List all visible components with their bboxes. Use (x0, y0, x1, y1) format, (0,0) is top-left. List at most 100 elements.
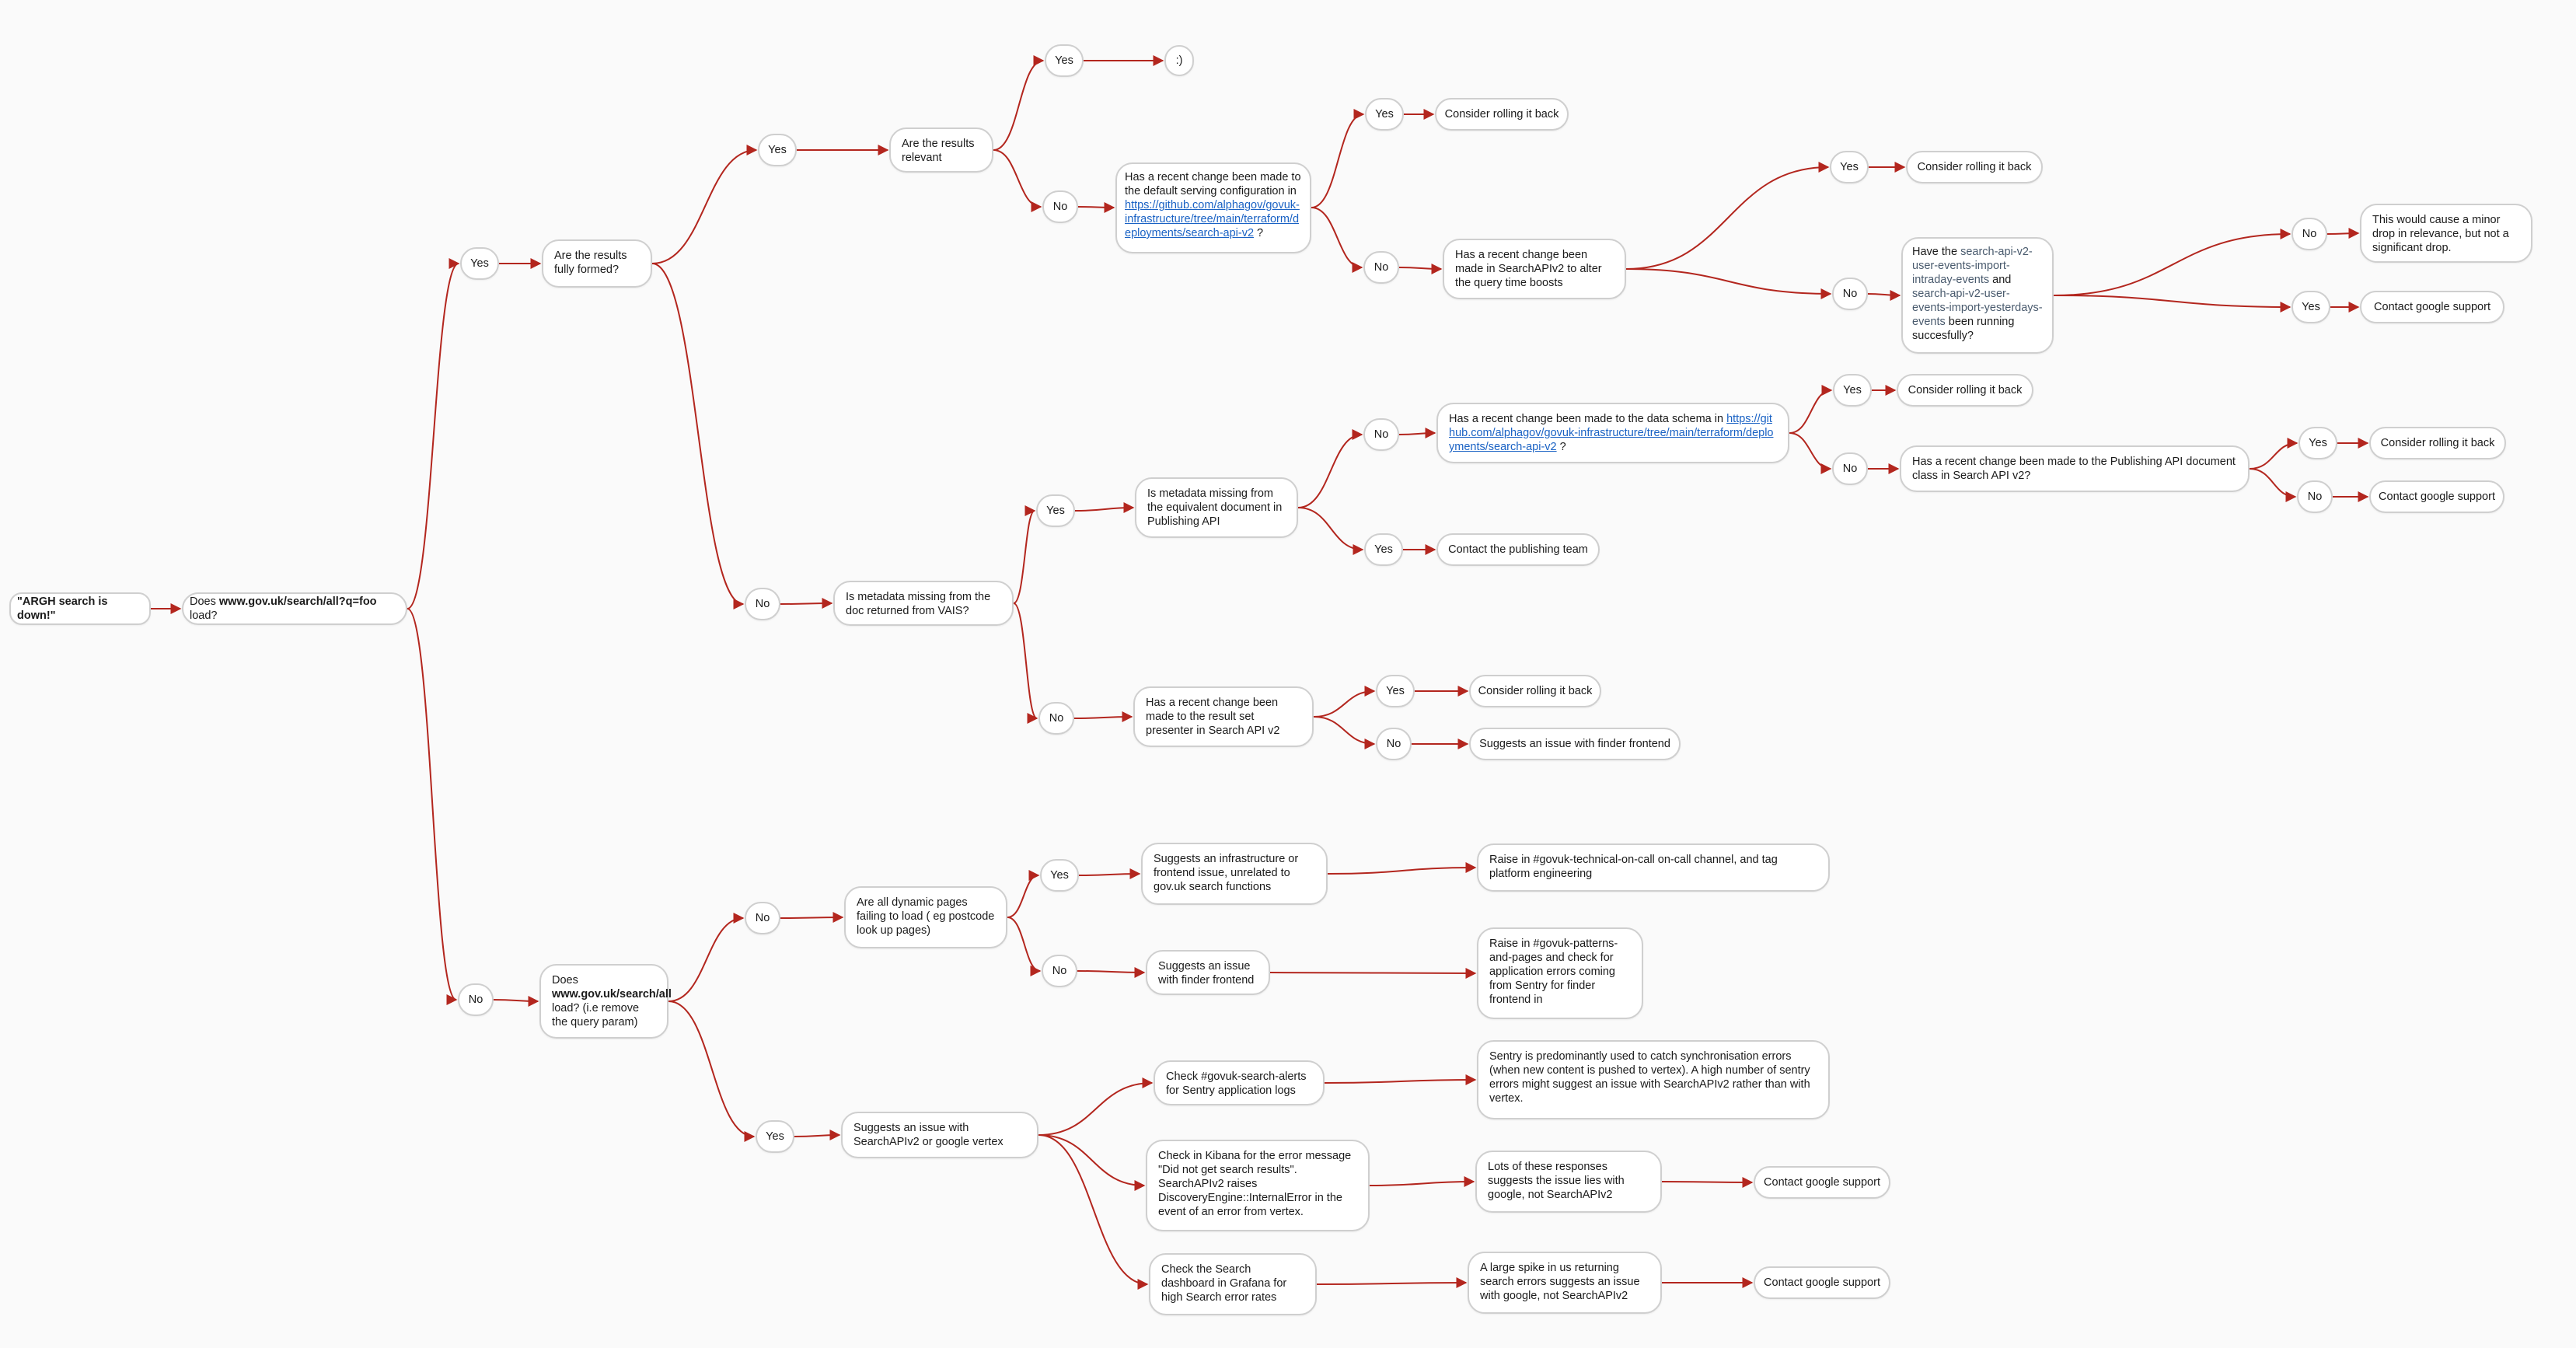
question-user-events-import: Have the search-api-v2-user-events-impor… (1901, 237, 2054, 354)
outcome-raise-patterns-and-pages: Raise in #govuk-patterns-and-pages and c… (1477, 927, 1643, 1019)
connector-arrow-6 (651, 263, 745, 609)
note-lots-of-responses: Lots of these responses suggests the iss… (1475, 1151, 1662, 1213)
connector-arrow-25 (1013, 505, 1036, 604)
question-result-set-presenter: Has a recent change been made to the res… (1133, 686, 1314, 747)
connector-arrow-50 (1078, 868, 1141, 880)
answer-yes-fully-formed: Yes (758, 134, 797, 166)
question-search-all-loads: Does www.gov.uk/search/all load? (i.e re… (539, 964, 672, 1039)
answer-no-boosts: No (1832, 278, 1868, 310)
connector-arrow-32 (1789, 385, 1833, 434)
note-large-spike: A large spike in us returning search err… (1468, 1252, 1662, 1314)
connector-arrow-8 (780, 598, 833, 609)
connector-arrow-49 (1007, 917, 1042, 976)
connector-arrow-55 (1038, 1077, 1154, 1136)
connector-arrow-56 (1038, 1134, 1146, 1191)
answer-yes-relevant: Yes (1045, 44, 1084, 77)
data-schema-link[interactable]: https://github.com/alphagov/govuk-infras… (1449, 413, 1774, 453)
connector-arrow-26 (1013, 602, 1038, 724)
connector-arrow-42 (1313, 716, 1376, 749)
question-results-fully-formed: Are the results fully formed? (542, 239, 652, 288)
connector-arrow-27 (1074, 502, 1135, 514)
connector-arrow-33 (1789, 432, 1832, 474)
answer-no-vais: No (1038, 702, 1074, 735)
connector-arrow-5 (651, 145, 758, 264)
outcome-rollback-docclass: Consider rolling it back (2369, 427, 2506, 459)
answer-yes-presenter: Yes (1376, 675, 1415, 707)
answer-no-relevant: No (1042, 190, 1078, 223)
connector-arrow-57 (1038, 1134, 1149, 1290)
question-serving-config-change: Has a recent change been made to the def… (1115, 162, 1311, 253)
answer-no-query-loads: No (458, 983, 494, 1016)
connector-arrow-46 (668, 1001, 756, 1142)
answer-no-docclass: No (2297, 480, 2333, 513)
serving-config-link[interactable]: https://github.com/alphagov/govuk-infras… (1125, 199, 1300, 239)
outcome-rollback-boosts: Consider rolling it back (1906, 151, 2043, 183)
connector-arrow-60 (1316, 1277, 1468, 1289)
connector-arrow-52 (1077, 966, 1146, 978)
question-results-relevant: Are the results relevant (889, 127, 993, 173)
outcome-finder-frontend-issue: Suggests an issue with finder frontend (1469, 728, 1681, 760)
outcome-google-support-docclass: Contact google support (2369, 480, 2504, 513)
answer-yes-publishing: Yes (1364, 533, 1403, 566)
connector-arrow-13 (1311, 109, 1365, 208)
connector-arrow-21 (2053, 229, 2292, 296)
outcome-raise-on-call: Raise in #govuk-technical-on-call on-cal… (1477, 843, 1830, 892)
outcome-minor-drop: This would cause a minor drop in relevan… (2360, 204, 2532, 263)
answer-yes-docclass: Yes (2299, 427, 2337, 459)
outcome-finder-frontend-issue-2: Suggests an issue with finder frontend (1146, 950, 1270, 995)
connector-arrow-4 (493, 995, 539, 1007)
question-metadata-missing-publishing: Is metadata missing from the equivalent … (1135, 477, 1298, 538)
question-dynamic-pages-failing: Are all dynamic pages failing to load ( … (844, 886, 1007, 948)
connector-arrow-54 (794, 1130, 841, 1141)
answer-yes-vais: Yes (1036, 494, 1075, 527)
connector-arrow-37 (2249, 468, 2297, 502)
action-check-search-alerts: Check #govuk-search-alerts for Sentry ap… (1154, 1060, 1325, 1105)
connector-arrow-10 (993, 149, 1042, 212)
answer-no-publishing: No (1363, 418, 1399, 451)
connector-arrow-2 (407, 608, 458, 1005)
connector-arrow-16 (1398, 263, 1443, 274)
connector-arrow-51 (1327, 862, 1477, 875)
answer-yes-events: Yes (2292, 291, 2330, 323)
answer-yes-dynamic: Yes (1040, 859, 1079, 892)
connector-arrow-18 (1625, 268, 1832, 299)
connector-arrow-40 (1073, 711, 1133, 723)
answer-no-events: No (2292, 218, 2327, 250)
connector-arrow-36 (2249, 438, 2299, 470)
connector-arrow-30 (1398, 428, 1436, 439)
connector-arrow-12 (1077, 201, 1115, 213)
outcome-google-support-grafana: Contact google support (1754, 1266, 1890, 1299)
connector-arrow-20 (1867, 289, 1901, 301)
connector-arrow-47 (780, 912, 844, 924)
start-node: "ARGH search is down!" (9, 592, 151, 625)
action-check-kibana: Check in Kibana for the error message "D… (1146, 1140, 1370, 1231)
connector-arrow-59 (1369, 1176, 1475, 1188)
connector-arrow-1 (407, 258, 460, 609)
action-check-grafana: Check the Search dashboard in Grafana fo… (1149, 1253, 1317, 1315)
question-metadata-missing-vais: Is metadata missing from the doc returne… (833, 581, 1014, 626)
answer-yes-query-loads: Yes (460, 247, 499, 280)
connector-arrow-45 (668, 913, 745, 1002)
outcome-infrastructure-issue: Suggests an infrastructure or frontend i… (1141, 843, 1328, 905)
connector-arrow-22 (2053, 295, 2292, 313)
outcome-contact-publishing-team: Contact the publishing team (1436, 533, 1600, 566)
answer-no-search-all: No (745, 902, 780, 934)
answer-no-fully-formed: No (745, 588, 780, 620)
connector-arrow-9 (993, 55, 1045, 151)
question-search-query-loads: Does www.gov.uk/search/all?q=foo load? (182, 592, 407, 625)
connector-arrow-14 (1311, 207, 1363, 273)
answer-no-serving-config: No (1363, 251, 1399, 284)
answer-no-dynamic: No (1042, 955, 1077, 987)
answer-yes-search-all: Yes (756, 1120, 794, 1153)
question-data-schema-change: Has a recent change been made to the dat… (1436, 403, 1789, 463)
question-document-class-change: Has a recent change been made to the Pub… (1900, 445, 2250, 492)
connector-arrow-28 (1297, 429, 1363, 508)
connector-arrow-48 (1007, 870, 1040, 918)
outcome-searchapi-or-vertex-issue: Suggests an issue with SearchAPIv2 or go… (841, 1112, 1038, 1158)
connector-arrow-23 (2326, 228, 2360, 239)
answer-yes-serving-config: Yes (1365, 98, 1404, 131)
outcome-rollback-schema: Consider rolling it back (1897, 374, 2033, 407)
answer-no-presenter: No (1376, 728, 1412, 760)
smiley-node: :) (1164, 45, 1194, 76)
